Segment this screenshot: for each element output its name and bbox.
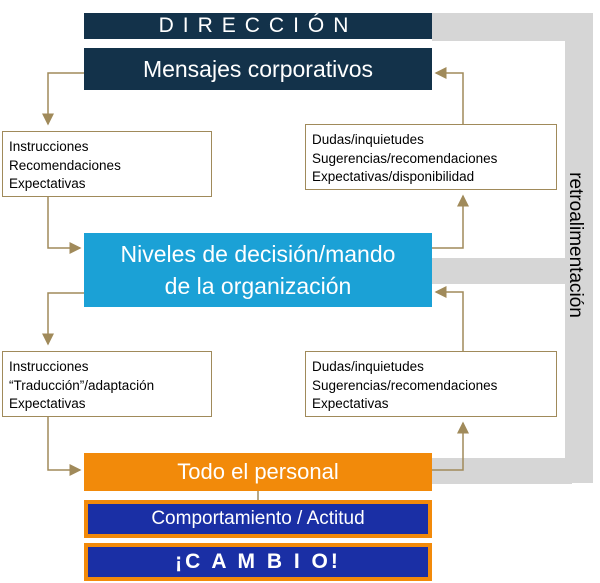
note-top-right: Dudas/inquietudes Sugerencias/recomendac… (305, 124, 557, 190)
note-line: Expectativas/disponibilidad (312, 169, 475, 184)
retroalimentacion-label-box: retroalimentación (562, 150, 588, 340)
direccion-label: DIRECCIÓN (158, 14, 358, 37)
comportamiento-label: Comportamiento / Actitud (88, 504, 428, 534)
arrow-top-left-in (47, 197, 82, 254)
note-bottom-right: Dudas/inquietudes Sugerencias/recomendac… (305, 351, 557, 417)
niveles-decision-box: Niveles de decisión/mando de la organiza… (84, 233, 432, 307)
comportamiento-box: Comportamiento / Actitud (84, 500, 432, 538)
note-line: Expectativas (9, 176, 86, 191)
arrow-bottom-left-in (47, 417, 82, 476)
note-line: Recomendaciones (9, 157, 121, 173)
retroalimentacion-label: retroalimentación (565, 172, 586, 318)
note-line: Expectativas (9, 396, 86, 411)
niveles-line-2: de la organización (164, 273, 352, 299)
mensajes-corporativos-label: Mensajes corporativos (142, 56, 374, 82)
cambio-label: ¡C A M B I O! (88, 547, 428, 577)
note-line: Expectativas (312, 396, 389, 411)
note-line: Sugerencias/recomendaciones (312, 150, 498, 166)
note-line: Sugerencias/recomendaciones (312, 377, 498, 393)
feedback-loop (432, 13, 593, 484)
niveles-line-1: Niveles de decisión/mando (120, 241, 396, 267)
arrow-bottom-right-up (432, 421, 469, 471)
mensajes-corporativos-box: Mensajes corporativos (84, 48, 432, 90)
todo-el-personal-box: Todo el personal (84, 453, 432, 491)
note-line: Instrucciones (9, 359, 89, 374)
note-line: “Traducción”/adaptación (9, 377, 155, 393)
cambio-box: ¡C A M B I O! (84, 543, 432, 581)
arrow-bottom-left-down (42, 292, 84, 346)
direccion-box: DIRECCIÓN (84, 13, 432, 39)
note-top-left: Instrucciones Recomendaciones Expectativ… (2, 131, 212, 197)
arrow-bottom-right-in (434, 286, 464, 351)
note-line: Dudas/inquietudes (312, 359, 424, 374)
note-bottom-left: Instrucciones “Traducción”/adaptación Ex… (2, 351, 212, 417)
arrow-top-left-down (42, 72, 84, 126)
note-line: Dudas/inquietudes (312, 132, 424, 147)
arrow-top-right-in (434, 67, 464, 124)
note-line: Instrucciones (9, 139, 89, 154)
todo-el-personal-label: Todo el personal (177, 459, 339, 484)
arrow-top-right-up (432, 194, 469, 249)
